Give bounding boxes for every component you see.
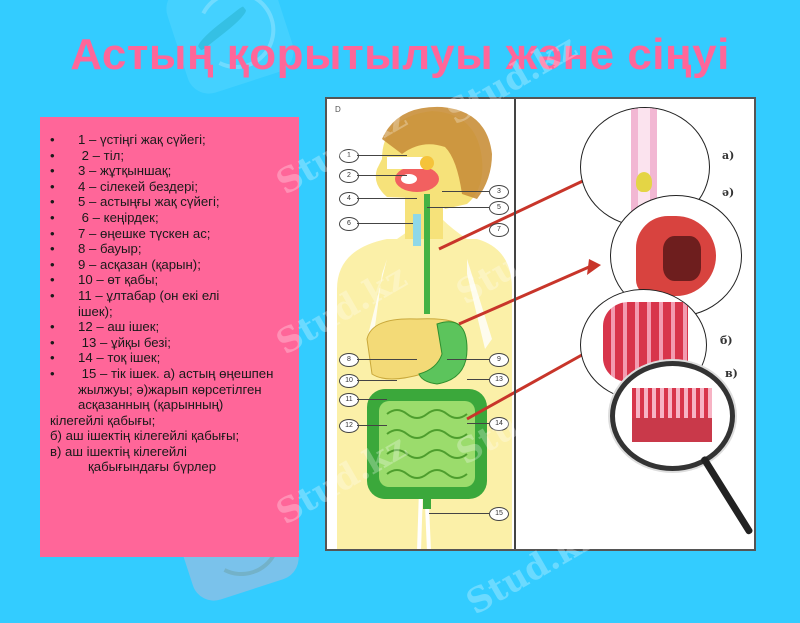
leader-line [467,379,489,380]
leader-line [357,359,417,360]
legend-tail-1: кілегейлі қабығы; [50,412,156,428]
leader-line [357,425,387,426]
body-illustration [337,106,601,549]
legend-list: •1 – үстіңгі жақ сүйегі; • 2 – тіл; •3 –… [50,132,293,413]
leader-line [447,359,489,360]
legend-item: •1 – үстіңгі жақ сүйегі; [50,132,206,147]
callout-10: 10 [339,374,359,388]
callout-15: 15 [489,507,509,521]
label-a: а) [722,149,735,162]
legend-item: •4 – сілекей бездері; [50,178,198,194]
slide-title: Астың қорытылуы және сіңуі [70,30,730,79]
legend-tail-4: қабығындағы бүрлер [88,459,217,475]
callout-3: 3 [489,185,509,199]
callout-13: 13 [489,373,509,387]
leader-line [427,207,489,208]
legend-tail-2: б) аш ішектің кілегейлі қабығы; [50,428,240,444]
leader-line [357,175,407,176]
legend-item: •7 – өңешке түскен ас; [50,225,211,241]
callout-9: 9 [489,353,509,367]
label-ae: ә) [722,186,735,199]
legend-item: •8 – бауыр; [50,241,142,257]
callout-2: 2 [339,169,359,183]
callout-6: 6 [339,217,359,231]
legend-item: •3 – жұтқыншақ; [50,163,172,179]
legend-item: •5 – астыңғы жақ сүйегі; [50,194,220,210]
callout-7: 7 [489,223,509,237]
legend-item: •10 – өт қабы; [50,272,159,288]
digestive-system-diagram: D 1 2 4 6 8 10 11 12 3 5 7 9 13 14 15 а) [325,97,756,551]
legend-item: •12 – аш ішек; [50,319,160,335]
leader-line [357,198,417,199]
legend-item: •11 – ұлтабар (он екі елі ішек); [50,287,220,319]
legend-item: • 13 – ұйқы безі; [50,334,171,350]
leader-line [429,513,489,514]
callout-8: 8 [339,353,359,367]
label-v: в) [725,367,738,380]
leader-line [357,380,397,381]
callout-1: 1 [339,149,359,163]
legend-item: • 2 – тіл; [50,147,124,163]
legend-tail-3: в) аш ішектің кілегейлі [50,443,187,459]
legend-item: •14 – тоқ ішек; [50,350,161,366]
legend-panel: •1 – үстіңгі жақ сүйегі; • 2 – тіл; •3 –… [40,117,299,557]
label-b: б) [720,334,733,347]
callout-12: 12 [339,419,359,433]
callout-4: 4 [339,192,359,206]
callout-11: 11 [339,393,359,407]
leader-line [467,423,489,424]
villi-magnifier-circle [610,361,735,471]
corner-mark: D [335,105,341,114]
legend-item: • 6 – кеңірдек; [50,209,159,225]
leader-line [357,155,407,156]
legend-item: • 15 – тік ішек. а) астың өңешпен жылжуы… [50,365,278,413]
leader-line [357,399,387,400]
leader-line [357,223,413,224]
leader-line [442,191,489,192]
panel-divider [514,99,516,549]
legend-item: •9 – асқазан (қарын); [50,256,201,272]
callout-5: 5 [489,201,509,215]
callout-14: 14 [489,417,509,431]
